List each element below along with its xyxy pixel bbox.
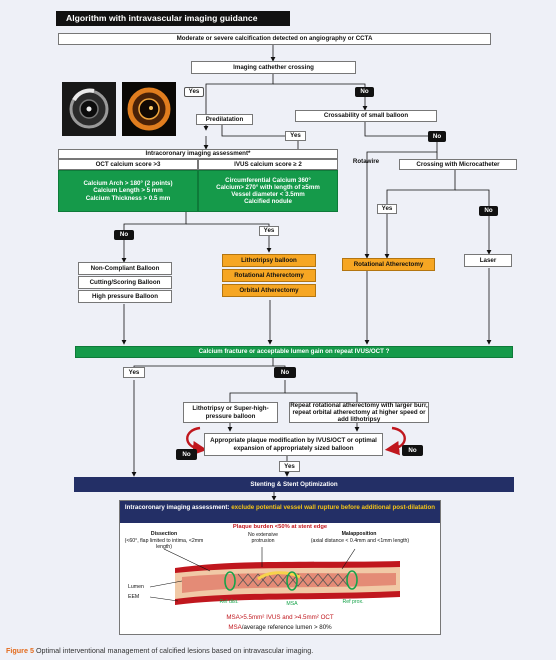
yes-badge-5: Yes: [123, 367, 145, 378]
plaque-burden-label: Plaque burden <50% at stent edge: [232, 524, 328, 530]
lithotripsy-super-box: Lithotripsy or Super-high-pressure ballo…: [183, 402, 278, 423]
oct-criterion: Calcium Length > 5 mm: [93, 187, 163, 195]
malapposition-title: Malapposition: [341, 531, 377, 537]
caption-text: Optimal interventional management of cal…: [35, 646, 314, 655]
no-badge-4: No: [114, 230, 134, 240]
no-badge-5: No: [274, 367, 296, 378]
yes-badge-2: Yes: [285, 131, 306, 141]
final-assessment-label: Intracoronary imaging assessment:: [124, 504, 232, 511]
ivus-criterion: Calcium> 270° with length of ≥5mm: [216, 183, 320, 191]
ref-prox-label: Ref prox.: [342, 599, 364, 605]
lumen-label: Lumen: [128, 584, 144, 590]
vessel-illustration: [149, 547, 400, 605]
rotational-atherectomy-box: Rotational Atherectomy: [222, 269, 316, 282]
appropriate-plaque-box: Appropriate plaque modification by IVUS/…: [204, 433, 383, 456]
repeat-rotational-box: Repeat rotational atherectomy with large…: [289, 401, 429, 424]
imaging-crossing-box: Imaging cathether crossing: [191, 61, 356, 74]
no-badge-3: No: [479, 206, 498, 216]
calcium-fracture-bar: Calcium fracture or acceptable lumen gai…: [75, 346, 513, 358]
oct-criterion: Calcium Thickness > 0.5 mm: [85, 194, 171, 202]
final-assessment-emphasis: exclude potential vessel wall rupture be…: [231, 504, 436, 511]
laser-box: Laser: [464, 254, 512, 267]
yes-badge-4: Yes: [259, 226, 279, 236]
calcification-detected-box: Moderate or severe calcification detecte…: [58, 33, 491, 45]
protrusion-text: No extensive protrusion: [248, 532, 278, 544]
oct-criterion: Calcium Arch > 180° (2 points): [83, 180, 173, 188]
orbital-atherectomy-box: Orbital Atherectomy: [222, 284, 316, 297]
rotational-atherectomy-2-box: Rotational Atherectomy: [342, 258, 435, 271]
predilatation-box: Predilatation: [196, 114, 253, 125]
no-badge-1: No: [355, 87, 374, 97]
no-badge-2: No: [428, 131, 446, 142]
yes-badge-3: Yes: [377, 204, 397, 214]
ivus-criterion: Circumferential Calcium 360°: [225, 176, 311, 184]
ivus-criteria-box: Circumferential Calcium 360° Calcium> 27…: [198, 170, 338, 212]
msa-criterion-2-msa: MSA: [228, 624, 242, 631]
cutting-balloon-box: Cutting/Scoring Balloon: [78, 276, 172, 289]
oct-image: [122, 82, 176, 136]
crossability-box: Crossability of small balloon: [295, 110, 437, 122]
caption-label: Figure 5: [6, 646, 34, 655]
title-banner: Algorithm with intravascular imaging gui…: [56, 11, 290, 26]
eem-label: EEM: [128, 594, 140, 600]
assessment-header: Intracoronary imaging assessment*: [58, 149, 338, 159]
msa-criterion-2-text: /average reference lumen > 80%: [241, 624, 332, 631]
no-badge-7: No: [402, 445, 423, 456]
ivus-image: [62, 82, 116, 136]
final-assessment-panel: Intracoronary imaging assessment: exclud…: [119, 500, 441, 635]
rotawire-label: Rotawire: [352, 158, 380, 165]
ivus-score-box: IVUS calcium score ≥ 2: [198, 159, 338, 170]
msa-criterion-2: MSA/average reference lumen > 80%: [190, 624, 370, 631]
dissection-text: (<60°, flap limited to intima, <2mm leng…: [124, 538, 204, 550]
msa-label: MSA: [286, 601, 298, 607]
stenting-bar: Stenting & Stent Optimization: [74, 477, 514, 492]
non-compliant-balloon-box: Non-Compliant Balloon: [78, 262, 172, 275]
final-assessment-header: Intracoronary imaging assessment: exclud…: [120, 501, 440, 523]
yes-badge-6: Yes: [279, 461, 300, 472]
no-badge-6: No: [176, 449, 197, 460]
ivus-criterion: Calcified nodule: [244, 198, 292, 206]
yes-badge-1: Yes: [184, 87, 204, 97]
diagram-title: Algorithm with intravascular imaging gui…: [66, 13, 258, 23]
ivus-criterion: Vessel diameter < 3.5mm: [231, 191, 305, 198]
figure-caption: Figure 5 Optimal interventional manageme…: [6, 646, 546, 658]
malapposition-text: (axial distance < 0.4mm and <1mm length): [310, 538, 410, 544]
ref-dist-label: Ref dist.: [219, 599, 239, 605]
dissection-title: Dissection: [150, 531, 178, 537]
oct-criteria-box: Calcium Arch > 180° (2 points) Calcium L…: [58, 170, 198, 212]
msa-criterion-1: MSA>5.5mm² IVUS and >4.5mm² OCT: [226, 614, 334, 621]
oct-score-box: OCT calcium score >3: [58, 159, 198, 170]
lithotripsy-balloon-box: Lithotripsy balloon: [222, 254, 316, 267]
high-pressure-balloon-box: High pressure Balloon: [78, 290, 172, 303]
microcatheter-box: Crossing with Microcatheter: [399, 159, 517, 170]
